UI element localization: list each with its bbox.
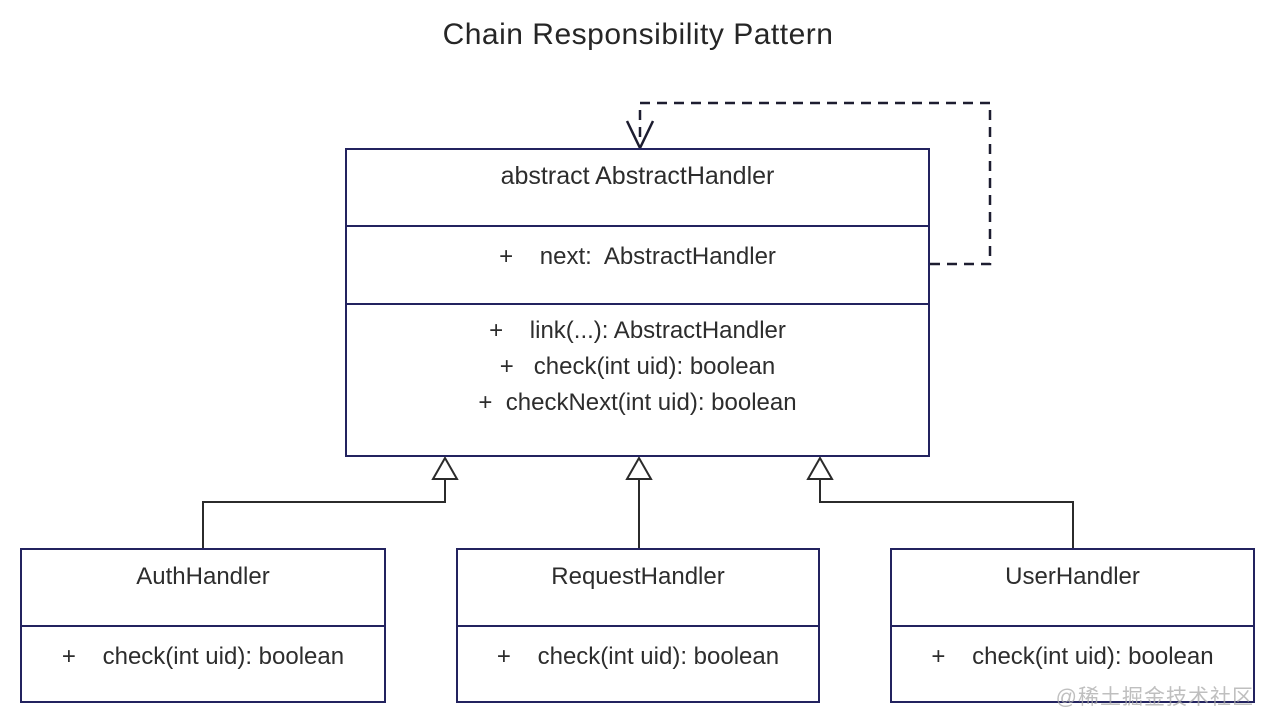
methods-compartment: + link(...): AbstractHandler + check(int… [347,303,928,455]
class-box-abstract-handler: abstract AbstractHandler + next: Abstrac… [345,148,930,457]
class-name-request-handler: RequestHandler [551,563,725,590]
inheritance-triangle-icon [806,455,834,480]
watermark: @稀土掘金技术社区 [1055,686,1254,709]
method-check: + check(int uid): boolean [931,643,1214,670]
methods-compartment: + check(int uid): boolean [892,625,1253,701]
inheritance-line [202,479,446,548]
class-box-auth-handler: AuthHandler + check(int uid): boolean [20,548,386,703]
method-check: + check(int uid): boolean [496,643,780,670]
inheritance-line [819,479,1074,548]
inheritance-triangle-icon [431,455,459,480]
methods-compartment: + check(int uid): boolean [458,625,818,701]
class-name-user-handler: UserHandler [1005,563,1140,590]
methods-compartment: + check(int uid): boolean [22,625,384,701]
inheritance-connector-auth [202,455,459,548]
fields-compartment: + next: AbstractHandler [347,225,928,303]
method-check: + check(int uid): boolean [499,353,776,380]
inheritance-triangle-icon [625,455,653,480]
method-check: + check(int uid): boolean [61,643,345,670]
method-link: + link(...): AbstractHandler [489,317,786,344]
class-name-abstract-handler: abstract AbstractHandler [500,162,775,190]
class-box-user-handler: UserHandler + check(int uid): boolean [890,548,1255,703]
inheritance-connector-request [625,455,653,548]
self-reference-dashed-path [638,101,992,266]
inheritance-connector-user [806,455,1074,548]
diagram-title: Chain Responsibility Pattern [442,18,834,51]
class-box-request-handler: RequestHandler + check(int uid): boolean [456,548,820,703]
method-check-next: + checkNext(int uid): boolean [478,389,797,416]
field-next: + next: AbstractHandler [499,243,776,270]
class-name-auth-handler: AuthHandler [136,563,270,590]
